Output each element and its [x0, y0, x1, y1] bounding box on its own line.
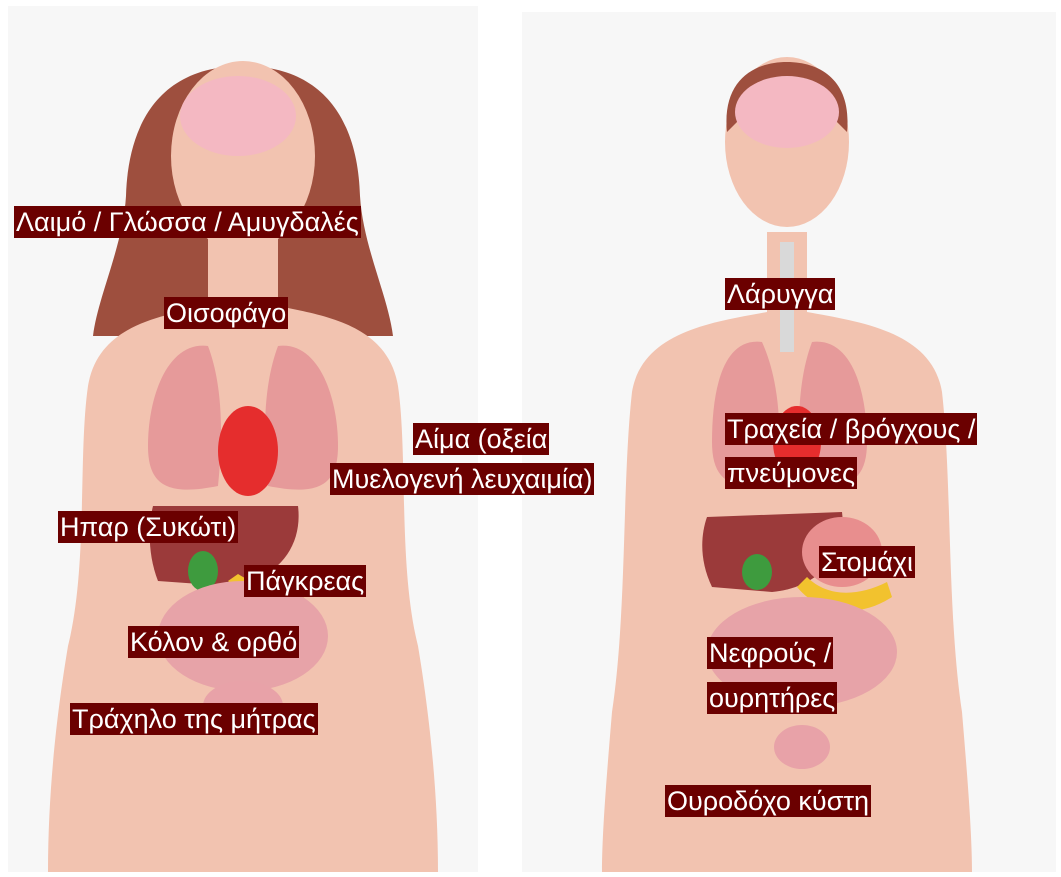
label-kidneys-line1: Νεφρούς /: [707, 637, 833, 669]
label-larynx: Λάρυγγα: [725, 278, 835, 310]
label-throat-tongue-tonsils: Λαιμό / Γλώσσα / Αμυγδαλές: [14, 206, 361, 238]
label-pancreas: Πάγκρεας: [244, 565, 366, 597]
label-trachea-line1: Τραχεία / βρόγχους /: [725, 413, 977, 445]
female-brain: [180, 76, 296, 156]
female-heart: [218, 406, 278, 496]
label-esophagus: Οισοφάγο: [164, 297, 288, 329]
label-blood-line2: Μυελογενή λευχαιμία): [330, 463, 594, 495]
label-trachea-line2: πνεύμονες: [725, 457, 857, 489]
male-bladder: [774, 725, 830, 769]
label-stomach: Στομάχι: [819, 546, 915, 578]
label-liver: Ηπαρ (Συκώτι): [58, 511, 238, 543]
label-colon-rectum: Κόλον & ορθό: [128, 626, 299, 658]
label-cervix: Τράχηλο της μήτρας: [70, 703, 318, 735]
male-gallbladder: [742, 554, 772, 590]
female-body-panel: [8, 6, 478, 872]
female-body-illustration: [8, 6, 478, 872]
male-brain: [735, 76, 839, 148]
label-kidneys-line2: ουρητήρες: [707, 682, 837, 714]
label-bladder: Ουροδόχο κύστη: [665, 785, 871, 817]
label-blood-line1: Αίμα (οξεία: [413, 423, 549, 455]
